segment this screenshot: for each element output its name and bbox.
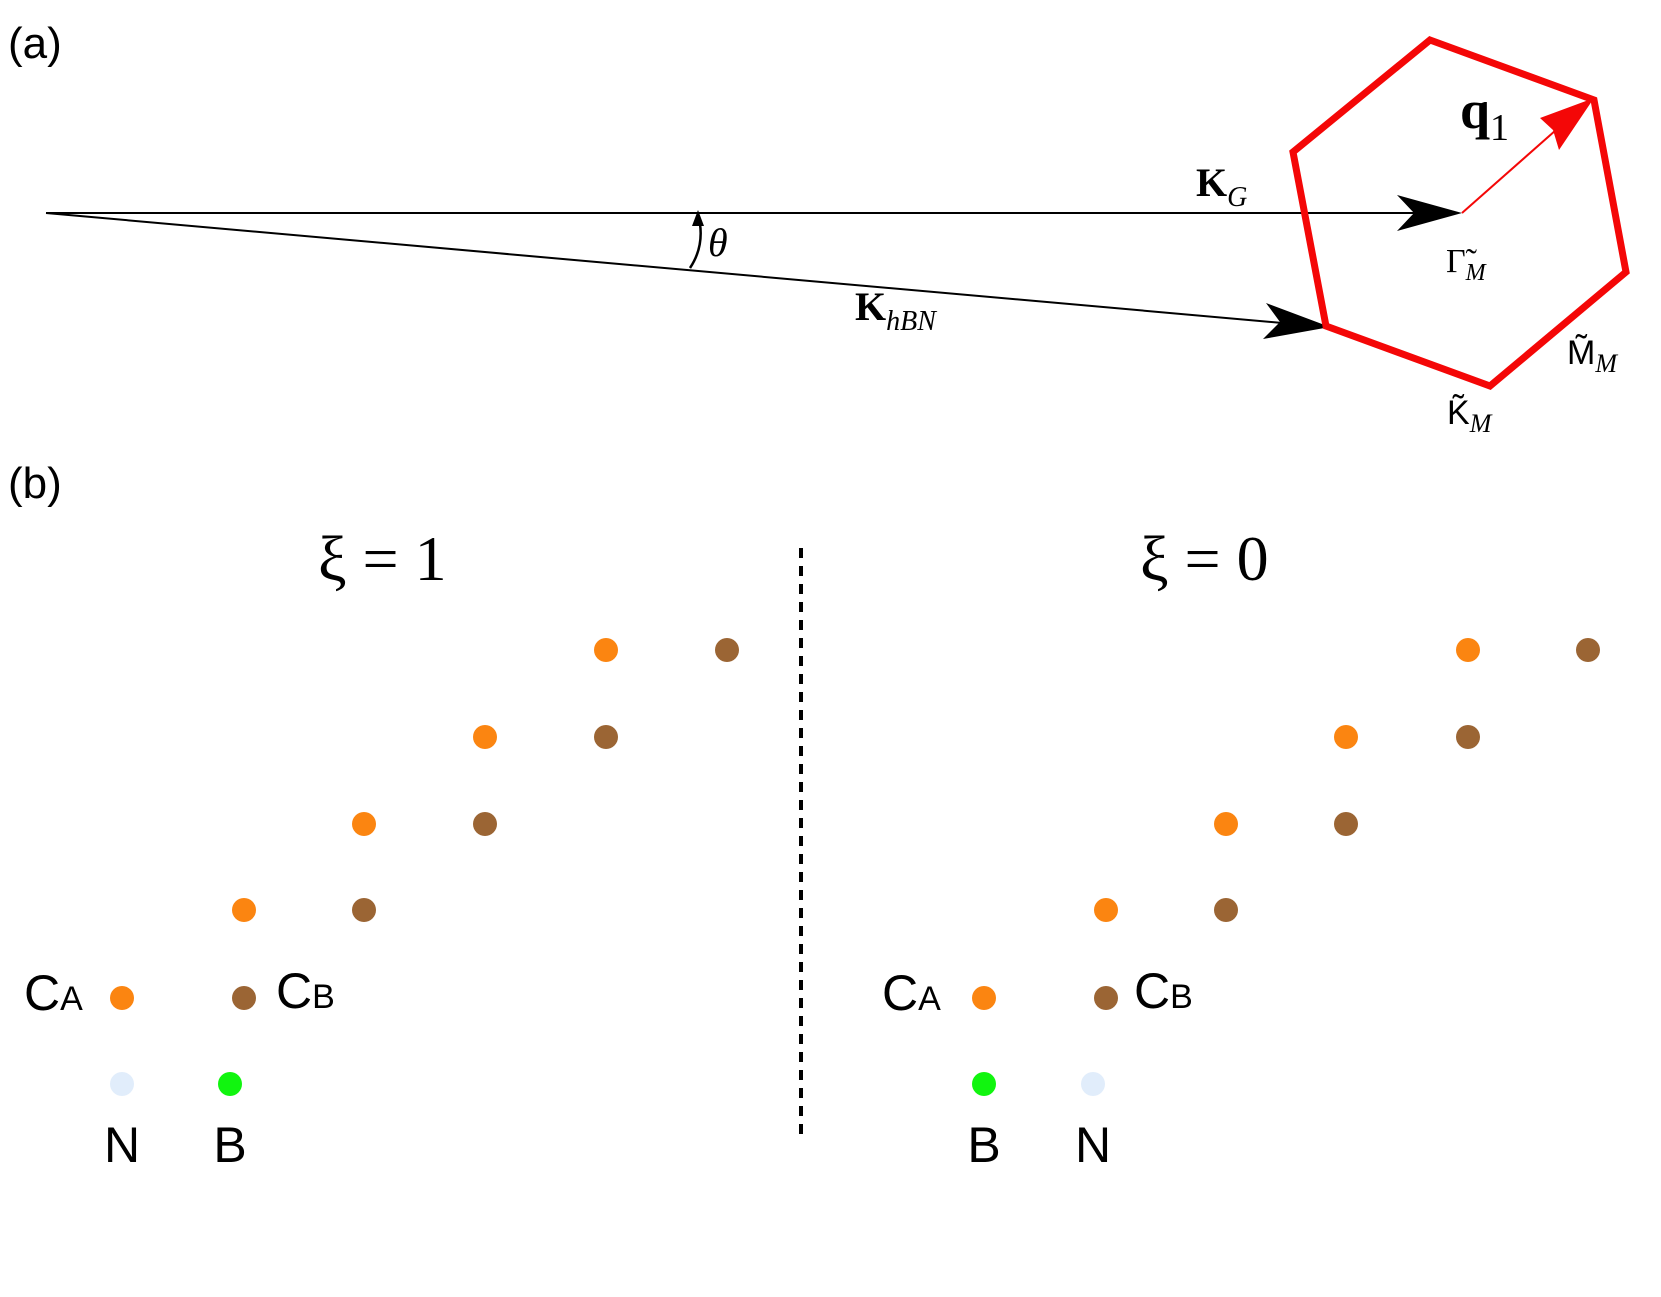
k-m-label: K̃M bbox=[1447, 393, 1493, 438]
q1-vector-line bbox=[1461, 129, 1557, 214]
carbon-b-label: CB bbox=[276, 963, 335, 1019]
k-g-arrowhead bbox=[1397, 195, 1462, 231]
q1-label: q1 bbox=[1460, 80, 1509, 149]
carbon-a-atom bbox=[352, 812, 376, 836]
panel-a-label: (a) bbox=[8, 19, 62, 68]
k-g-label: KG bbox=[1196, 160, 1247, 213]
panel-a: KG KhBN θ q1 Γ̃M M̃M K̃M bbox=[45, 36, 1630, 438]
nitrogen-atom bbox=[1081, 1072, 1105, 1096]
carbon-a-atom bbox=[110, 986, 134, 1010]
carbon-b-atom bbox=[1214, 898, 1238, 922]
carbon-b-atom bbox=[1576, 638, 1600, 662]
carbon-a-atom bbox=[232, 898, 256, 922]
carbon-b-atom bbox=[232, 986, 256, 1010]
nitrogen-label: N bbox=[1075, 1117, 1111, 1173]
q1-arrowhead bbox=[1540, 98, 1594, 150]
carbon-a-atom bbox=[1214, 812, 1238, 836]
panel-b: ξ = 1 CA CB N B ξ = 0 bbox=[24, 523, 1600, 1173]
carbon-a-atom bbox=[594, 638, 618, 662]
k-hbn-vector-line bbox=[45, 212, 1306, 326]
boron-label: B bbox=[213, 1117, 246, 1173]
carbon-b-atom bbox=[1334, 812, 1358, 836]
carbon-b-atom bbox=[594, 725, 618, 749]
boron-label: B bbox=[967, 1117, 1000, 1173]
boron-atom bbox=[972, 1072, 996, 1096]
xi-1-title: ξ = 1 bbox=[318, 523, 447, 594]
carbon-b-atom bbox=[1094, 986, 1118, 1010]
xi-0-title: ξ = 0 bbox=[1140, 523, 1269, 594]
carbon-b-atom bbox=[1456, 725, 1480, 749]
carbon-a-atom bbox=[473, 725, 497, 749]
carbon-a-atom bbox=[1334, 725, 1358, 749]
carbon-a-atom bbox=[1456, 638, 1480, 662]
carbon-b-atom bbox=[352, 898, 376, 922]
boron-atom bbox=[218, 1072, 242, 1096]
k-hbn-label: KhBN bbox=[855, 284, 937, 337]
carbon-b-atom bbox=[473, 812, 497, 836]
theta-arc-arrowhead bbox=[692, 210, 704, 226]
carbon-a-atom bbox=[972, 986, 996, 1010]
carbon-a-label: CA bbox=[24, 965, 83, 1021]
stacking-xi-0: ξ = 0 CA CB B N bbox=[882, 523, 1600, 1173]
moire-brillouin-zone-hexagon bbox=[1289, 36, 1630, 390]
carbon-b-atom bbox=[715, 638, 739, 662]
carbon-a-label: CA bbox=[882, 965, 941, 1021]
nitrogen-label: N bbox=[104, 1117, 140, 1173]
carbon-b-label: CB bbox=[1134, 963, 1193, 1019]
m-m-label: M̃M bbox=[1567, 333, 1618, 378]
gamma-m-label: Γ̃M bbox=[1446, 243, 1488, 286]
carbon-a-atom bbox=[1094, 898, 1118, 922]
stacking-xi-1: ξ = 1 CA CB N B bbox=[24, 523, 739, 1173]
nitrogen-atom bbox=[110, 1072, 134, 1096]
k-hbn-arrowhead bbox=[1263, 303, 1330, 339]
theta-label: θ bbox=[708, 220, 728, 265]
panel-b-label: (b) bbox=[8, 459, 62, 508]
